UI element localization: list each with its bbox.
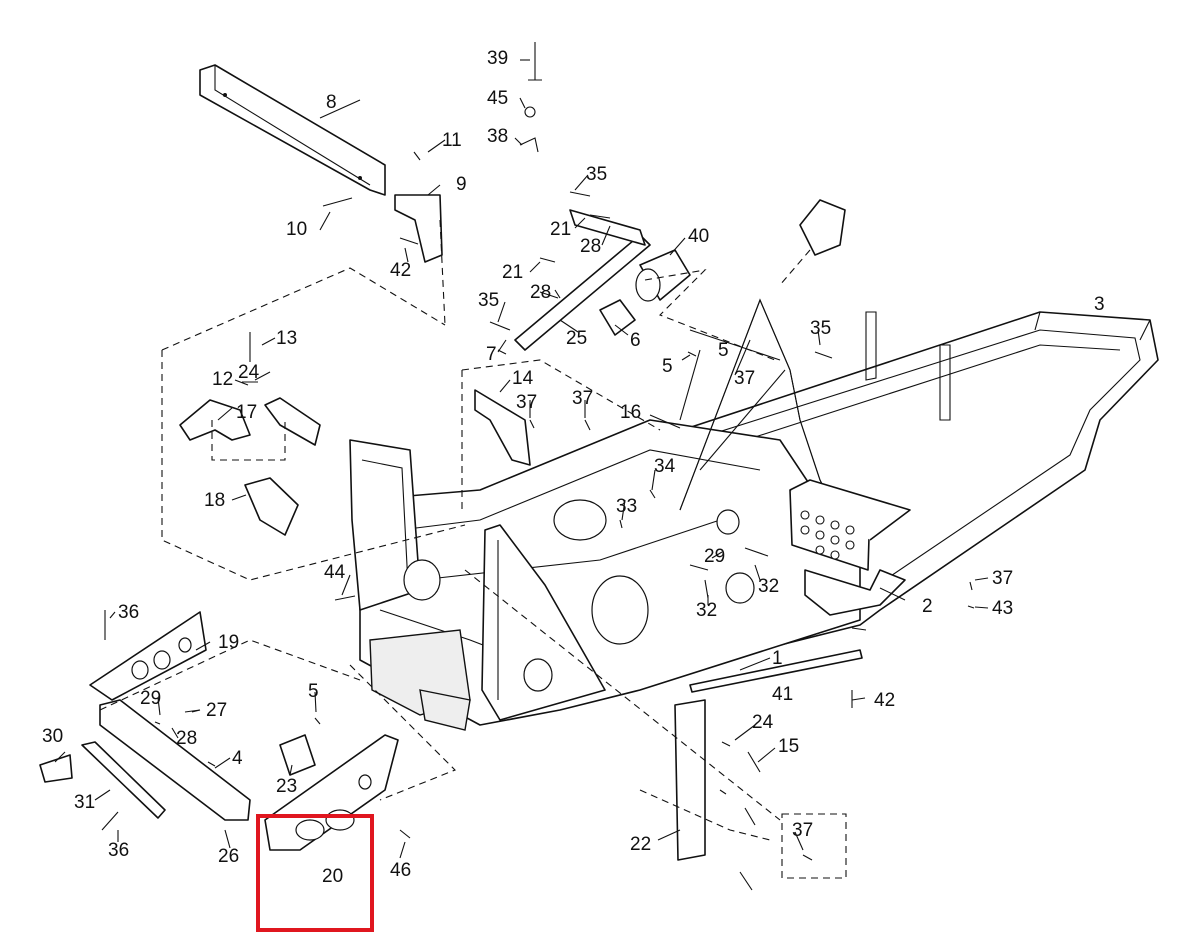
callout-9: 9 xyxy=(456,174,467,195)
clip-30 xyxy=(39,754,73,783)
callout-22: 22 xyxy=(630,834,651,855)
callout-38: 38 xyxy=(487,126,508,147)
callout-45: 45 xyxy=(487,88,508,109)
bracket-17 xyxy=(179,399,251,441)
callout-28a: 28 xyxy=(580,236,601,257)
post-a xyxy=(865,311,877,381)
callout-25: 25 xyxy=(566,328,587,349)
post-b xyxy=(939,344,951,421)
callout-43: 43 xyxy=(992,598,1013,619)
callout-37d: 37 xyxy=(992,568,1013,589)
callout-36b: 36 xyxy=(108,840,129,861)
callout-42a: 42 xyxy=(390,260,411,281)
callout-5b: 5 xyxy=(662,356,673,377)
callout-35b: 35 xyxy=(478,290,499,311)
bar-22 xyxy=(674,699,706,861)
callout-14: 14 xyxy=(512,368,534,389)
callout-37e: 37 xyxy=(792,820,813,841)
foot-plate xyxy=(789,479,911,571)
callout-29b: 29 xyxy=(704,546,725,567)
callout-5a: 5 xyxy=(308,681,319,702)
fasteners xyxy=(101,42,975,891)
rail-31 xyxy=(81,741,166,819)
callout-12: 12 xyxy=(212,369,233,390)
callout-32b: 32 xyxy=(696,600,717,621)
damper-18 xyxy=(244,477,299,536)
highlight-box xyxy=(256,814,374,932)
callout-32a: 32 xyxy=(758,576,779,597)
callout-1: 1 xyxy=(772,648,783,669)
cylinder-40 xyxy=(635,249,691,302)
callout-13: 13 xyxy=(276,328,297,349)
callout-39: 39 xyxy=(487,48,508,69)
callout-44: 44 xyxy=(324,562,346,583)
callout-28b: 28 xyxy=(530,282,551,303)
callout-3: 3 xyxy=(1094,294,1105,315)
callout-19: 19 xyxy=(218,632,239,653)
block-23 xyxy=(279,734,316,776)
callout-leaders xyxy=(54,59,989,859)
bar-8 xyxy=(199,64,386,196)
callout-10: 10 xyxy=(286,219,307,240)
bracket-19 xyxy=(89,611,207,701)
callout-18: 18 xyxy=(204,490,225,511)
callout-30: 30 xyxy=(42,726,63,747)
link-1 xyxy=(689,649,863,693)
callout-27: 27 xyxy=(206,700,227,721)
callout-28c: 28 xyxy=(176,728,197,749)
callout-17: 17 xyxy=(236,402,257,423)
callout-36a: 36 xyxy=(118,602,139,623)
callout-20: 20 xyxy=(322,866,343,887)
callout-6: 6 xyxy=(630,330,641,351)
callout-8: 8 xyxy=(326,92,337,113)
callout-24a: 24 xyxy=(238,362,260,383)
callout-46: 46 xyxy=(390,860,411,881)
callout-37a: 37 xyxy=(516,392,537,413)
callout-21b: 21 xyxy=(502,262,523,283)
callout-35a: 35 xyxy=(586,164,607,185)
callout-31: 31 xyxy=(74,792,95,813)
callout-40: 40 xyxy=(688,226,709,247)
callout-2: 2 xyxy=(922,596,933,617)
callout-34: 34 xyxy=(654,456,676,477)
callout-4: 4 xyxy=(232,748,243,769)
callout-37c: 37 xyxy=(734,368,755,389)
bushing-6 xyxy=(599,299,636,336)
callout-26: 26 xyxy=(218,846,239,867)
callout-labels: 1 2 3 4 5 5 5 6 7 8 9 10 11 12 13 14 15 … xyxy=(42,48,1105,887)
callout-29a: 29 xyxy=(140,688,161,709)
callout-37b: 37 xyxy=(572,388,593,409)
callout-5c: 5 xyxy=(718,340,729,361)
callout-23: 23 xyxy=(276,776,297,797)
callout-15: 15 xyxy=(778,736,799,757)
callout-11: 11 xyxy=(442,130,462,151)
callout-16: 16 xyxy=(620,402,641,423)
clip-17b xyxy=(264,397,321,446)
pedal xyxy=(799,199,846,256)
callout-24b: 24 xyxy=(752,712,774,733)
link-top xyxy=(569,209,646,246)
callout-7: 7 xyxy=(486,344,497,365)
bracket-2 xyxy=(804,569,906,616)
callout-21a: 21 xyxy=(550,219,571,240)
callout-33: 33 xyxy=(616,496,637,517)
rail-26 xyxy=(99,699,251,821)
callout-41: 41 xyxy=(772,684,793,705)
plate-20 xyxy=(264,734,399,851)
bracket-14 xyxy=(474,389,531,466)
link-25 xyxy=(514,234,651,351)
bracket-9 xyxy=(394,194,443,263)
callout-35c: 35 xyxy=(810,318,831,339)
callout-42b: 42 xyxy=(874,690,895,711)
